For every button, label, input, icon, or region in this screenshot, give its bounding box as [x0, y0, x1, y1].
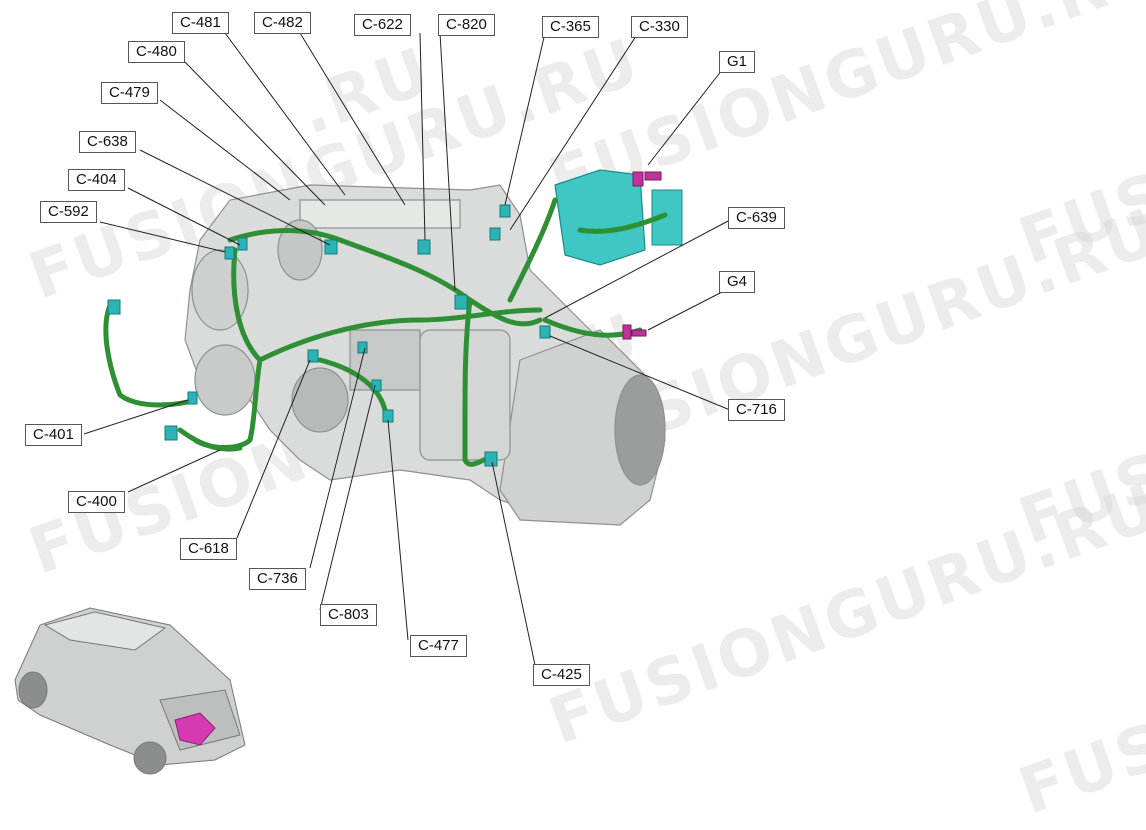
callout-c639[interactable]: C-639	[728, 207, 785, 229]
callout-c330[interactable]: C-330	[631, 16, 688, 38]
callout-c401[interactable]: C-401	[25, 424, 82, 446]
leader-lines	[83, 32, 731, 666]
callout-c592[interactable]: C-592	[40, 201, 97, 223]
callout-c622[interactable]: C-622	[354, 14, 411, 36]
callout-c481[interactable]: C-481	[172, 12, 229, 34]
ground-points	[622, 171, 662, 340]
callout-c479[interactable]: C-479	[101, 82, 158, 104]
callout-c803[interactable]: C-803	[320, 604, 377, 626]
callout-c638[interactable]: C-638	[79, 131, 136, 153]
wiring-harness	[103, 197, 668, 467]
callout-c477[interactable]: C-477	[410, 635, 467, 657]
vehicle-inset	[14, 607, 246, 775]
callout-c400[interactable]: C-400	[68, 491, 125, 513]
callout-c820[interactable]: C-820	[438, 14, 495, 36]
callout-c404[interactable]: C-404	[68, 169, 125, 191]
callout-c482[interactable]: C-482	[254, 12, 311, 34]
callout-c618[interactable]: C-618	[180, 538, 237, 560]
diagram-canvas	[14, 32, 731, 775]
callout-g4[interactable]: G4	[719, 271, 756, 293]
callout-c480[interactable]: C-480	[128, 41, 185, 63]
callout-c425[interactable]: C-425	[533, 664, 590, 686]
connectors	[107, 204, 551, 467]
callout-g1[interactable]: G1	[719, 51, 756, 73]
callout-c736[interactable]: C-736	[249, 568, 306, 590]
callout-c365[interactable]: C-365	[542, 16, 599, 38]
callout-c716[interactable]: C-716	[728, 399, 785, 421]
